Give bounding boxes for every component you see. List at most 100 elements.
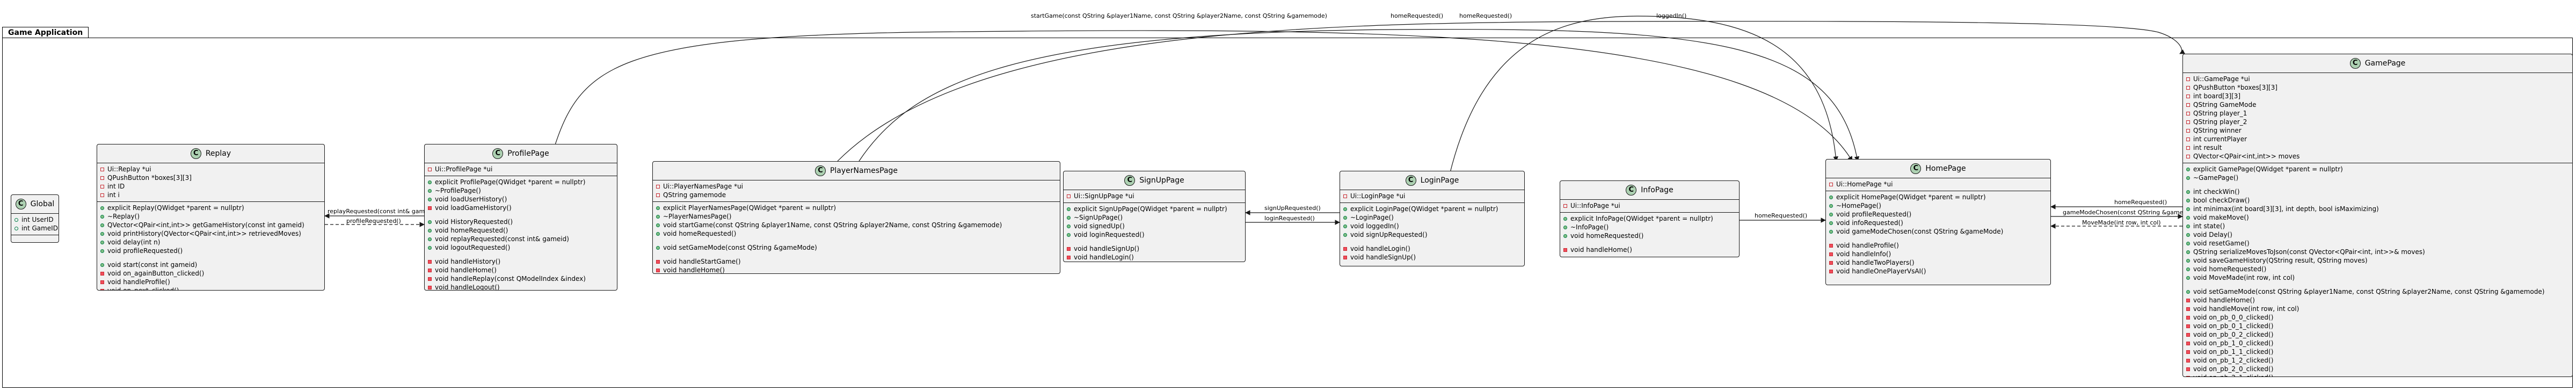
method-row: explicit ProfilePage(QWidget *parent = n… [425,178,617,186]
field-row: int UserID [11,215,59,224]
method-row: ~SignUpPage() [1064,213,1245,222]
field-text: Ui::PlayerNamesPage *ui [663,183,744,190]
method-text: void handleMove(int row, int col) [2193,305,2300,313]
method-text: void on_pb_0_1_clicked() [2193,322,2274,330]
class-methods: explicit ProfilePage(QWidget *parent = n… [425,176,617,290]
method-text: void handleHome() [1570,246,1632,254]
method-row [97,255,324,260]
field-text: int board[3][3] [2193,92,2241,100]
field-text: int UserID [21,216,54,223]
visibility-icon [1067,224,1071,228]
visibility-icon [1829,195,1833,199]
field-row: int result [2183,143,2572,152]
class-methods [11,235,59,239]
visibility-icon [1563,248,1567,252]
method-text: void handleLogin() [1350,245,1410,252]
method-row: void handleStartGame() [653,257,1060,266]
edge-playernames-game [837,20,2185,162]
method-row: explicit GamePage(QWidget *parent = null… [2183,165,2572,173]
method-text: void setGameMode(const QString &gameMode… [663,244,817,251]
method-text: void handleLogin() [1074,254,1134,261]
visibility-icon [1829,212,1833,216]
edge-label-game-home: homeRequested() [2114,199,2167,206]
visibility-icon [14,226,18,230]
class-name: Global [30,200,55,208]
visibility-icon [2186,367,2190,371]
method-row [2183,182,2572,187]
visibility-icon [1343,194,1347,198]
method-row: void start(const int gameid) [97,260,324,269]
visibility-icon [100,176,104,180]
method-row: void saveGameHistory(QString result, QSt… [2183,256,2572,265]
method-row: void handleTwoPlayers() [1826,258,2050,267]
class-fields: Ui::LoginPage *ui [1340,190,1524,203]
visibility-icon [656,259,660,264]
field-text: QString gamemode [663,191,726,199]
method-row: int checkWin() [2183,187,2572,196]
class-methods: explicit GamePage(QWidget *parent = null… [2183,163,2572,376]
visibility-icon [2186,375,2190,376]
method-text: explicit PlayerNamesPage(QWidget *parent… [663,204,836,212]
visibility-icon [100,223,104,227]
method-text: void saveGameHistory(QString result, QSt… [2193,257,2368,264]
class-methods: explicit HomePage(QWidget *parent = null… [1826,191,2050,278]
method-row: void setGameMode(const QString &player1N… [2183,287,2572,296]
method-row: ~Replay() [97,212,324,221]
method-text: void startGame(const QString &player1Nam… [663,221,1002,229]
method-row: void on_againButton_clicked() [97,269,324,278]
method-text: ~Replay() [107,213,140,220]
method-text: ~SignUpPage() [1074,214,1123,221]
method-text: void HistoryRequested() [435,218,513,226]
method-text: void delay(int n) [107,238,161,246]
visibility-icon [428,259,432,264]
field-text: QPushButton *boxes[3][3] [2193,84,2277,91]
method-row: void Delay() [2183,230,2572,239]
method-row [425,212,617,218]
method-row: int state() [2183,222,2572,230]
field-row: Ui::SignUpPage *ui [1064,192,1245,200]
method-row [1064,239,1245,244]
visibility-icon [1343,207,1347,211]
field-row: Ui::GamePage *ui [2183,75,2572,83]
visibility-icon [2186,77,2190,81]
method-row [1826,236,2050,241]
visibility-icon [100,263,104,267]
edge-label-loggedin: loggedIn() [1656,12,1687,19]
method-text: void on_pb_1_2_clicked() [2193,357,2274,364]
method-row: void on_pb_0_1_clicked() [2183,322,2572,330]
visibility-icon [2186,103,2190,107]
method-row: void signUpRequested() [1340,230,1524,239]
method-row: void logoutRequested() [425,243,617,252]
visibility-icon [656,231,660,236]
field-row: int i [97,191,324,199]
method-row: void handleProfile() [97,278,324,286]
class-methods: explicit InfoPage(QWidget *parent = null… [1560,213,1739,256]
edge-login-home [1449,16,1838,175]
method-text: void handleProfile() [1836,242,1899,249]
method-row: ~InfoPage() [1560,223,1739,231]
method-row: explicit Replay(QWidget *parent = nullpt… [97,204,324,212]
visibility-icon [1343,247,1347,251]
method-text: void Delay() [2193,231,2232,238]
visibility-icon [1563,216,1567,221]
method-text: void infoRequested() [1836,219,1903,227]
visibility-icon [2186,289,2190,294]
edge-profile-home [552,30,1853,162]
visibility-icon [2186,167,2190,171]
method-row: void handleSignUp() [1340,253,1524,262]
method-text: void loadGameHistory() [435,204,512,212]
method-text: void on_pb_0_2_clicked() [2193,331,2274,338]
field-text: Ui::HomePage *ui [1836,180,1893,188]
method-text: void homeRequested() [435,227,508,234]
method-text: void homeRequested() [2193,265,2267,273]
method-row [653,238,1060,243]
visibility-icon [2186,207,2190,211]
class-c-icon: C [1910,163,1922,174]
method-text: void handleProfile() [107,278,170,286]
field-text: QString winner [2193,127,2242,134]
method-text: void handleSignUp() [1350,254,1416,261]
method-row: void handleHome() [2183,296,2572,305]
method-text: void homeRequested() [663,230,737,237]
